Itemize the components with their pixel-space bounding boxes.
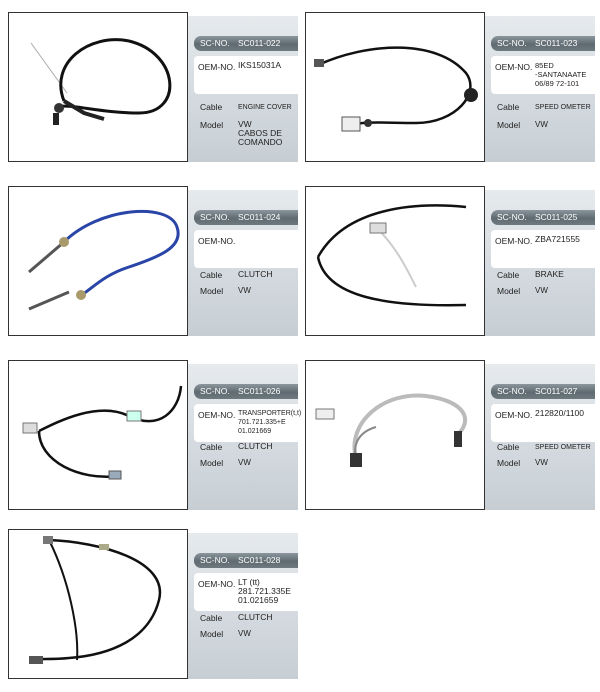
sc-label: SC-NO. — [497, 386, 527, 396]
oem-label: OEM-NO. — [198, 236, 236, 246]
sc-number-bar: SC-NO. SC011-028 — [194, 553, 298, 568]
oem-box: OEM-NO. TRANSPORTER(t,t) 701.721.335+E 0… — [194, 404, 301, 442]
cable-value: BRAKE — [535, 269, 564, 279]
sc-number-bar: SC-NO. SC011-027 — [491, 384, 595, 399]
model-label: Model — [200, 458, 224, 468]
sc-value: SC011-028 — [238, 555, 281, 565]
cable-label: Cable — [200, 102, 223, 112]
cable-label: Cable — [200, 270, 223, 280]
cable-value: CLUTCH — [238, 441, 273, 451]
oem-label: OEM-NO. — [198, 410, 236, 420]
product-card: SC-NO. SC011-027 OEM-NO. 212820/1100 Cab… — [305, 360, 595, 512]
oem-box: OEM-NO. — [194, 230, 298, 268]
product-photo — [8, 12, 188, 162]
model-label: Model — [497, 286, 521, 296]
oem-label: OEM-NO. — [495, 236, 533, 246]
oem-label: OEM-NO. — [198, 579, 236, 589]
cable-value: SPEED OMETER — [535, 444, 591, 451]
product-card: SC-NO. SC011-025 OEM-NO. ZBA721555 Cable… — [305, 186, 595, 338]
sc-label: SC-NO. — [200, 386, 230, 396]
product-info-panel: SC-NO. SC011-028 OEM-NO. LT (tt) 281.721… — [188, 533, 298, 679]
model-value: VW — [238, 458, 251, 467]
model-value: VW — [535, 120, 548, 129]
oem-box: OEM-NO. IKS15031A — [194, 56, 298, 94]
cable-label: Cable — [497, 442, 520, 452]
sc-label: SC-NO. — [200, 38, 230, 48]
product-info-panel: SC-NO. SC011-025 OEM-NO. ZBA721555 Cable… — [485, 190, 595, 336]
oem-box: OEM-NO. 212820/1100 — [491, 404, 595, 442]
sc-label: SC-NO. — [200, 555, 230, 565]
product-photo — [8, 186, 188, 336]
model-value: VW — [535, 286, 548, 295]
oem-value: IKS15031A — [238, 60, 282, 70]
sc-number-bar: SC-NO. SC011-025 — [491, 210, 595, 225]
sc-value: SC011-022 — [238, 38, 281, 48]
oem-value: TRANSPORTER(t,t) 701.721.335+E 01.021669 — [238, 410, 302, 435]
model-value: VW — [535, 458, 548, 467]
product-photo — [8, 360, 188, 510]
oem-label: OEM-NO. — [495, 410, 533, 420]
product-card: SC-NO. SC011-023 OEM-NO. 85ED -SANTANAAT… — [305, 12, 595, 164]
sc-value: SC011-023 — [535, 38, 578, 48]
cable-value: CLUTCH — [238, 612, 273, 622]
cable-label: Cable — [497, 102, 520, 112]
sc-value: SC011-026 — [238, 386, 281, 396]
sc-number-bar: SC-NO. SC011-022 — [194, 36, 298, 51]
product-info-panel: SC-NO. SC011-026 OEM-NO. TRANSPORTER(t,t… — [188, 364, 301, 510]
product-info-panel: SC-NO. SC011-024 OEM-NO. Cable CLUTCH Mo… — [188, 190, 298, 336]
cable-value: ENGINE COVER — [238, 104, 292, 111]
cable-label: Cable — [200, 442, 223, 452]
sc-value: SC011-025 — [535, 212, 578, 222]
oem-value: ZBA721555 — [535, 234, 580, 244]
sc-label: SC-NO. — [200, 212, 230, 222]
model-label: Model — [497, 120, 521, 130]
sc-value: SC011-027 — [535, 386, 578, 396]
product-card: SC-NO. SC011-022 OEM-NO. IKS15031A Cable… — [8, 12, 298, 164]
cable-value: CLUTCH — [238, 269, 273, 279]
product-photo — [305, 186, 485, 336]
model-value: VW CABOS DE COMANDO — [238, 119, 283, 147]
sc-number-bar: SC-NO. SC011-024 — [194, 210, 298, 225]
oem-label: OEM-NO. — [198, 62, 236, 72]
cable-label: Cable — [497, 270, 520, 280]
sc-value: SC011-024 — [238, 212, 281, 222]
model-value: VW — [238, 286, 251, 295]
sc-number-bar: SC-NO. SC011-023 — [491, 36, 595, 51]
product-photo — [305, 360, 485, 510]
product-info-panel: SC-NO. SC011-027 OEM-NO. 212820/1100 Cab… — [485, 364, 595, 510]
oem-value: 212820/1100 — [535, 408, 585, 418]
oem-box: OEM-NO. 85ED -SANTANAATE 06/89 72-101 — [491, 56, 595, 94]
product-card: SC-NO. SC011-028 OEM-NO. LT (tt) 281.721… — [8, 529, 298, 681]
sc-label: SC-NO. — [497, 38, 527, 48]
oem-label: OEM-NO. — [495, 62, 533, 72]
sc-label: SC-NO. — [497, 212, 527, 222]
model-label: Model — [200, 629, 224, 639]
product-card: SC-NO. SC011-024 OEM-NO. Cable CLUTCH Mo… — [8, 186, 298, 338]
oem-value: 85ED -SANTANAATE 06/89 72-101 — [535, 61, 587, 88]
model-label: Model — [200, 120, 224, 130]
product-card: SC-NO. SC011-026 OEM-NO. TRANSPORTER(t,t… — [8, 360, 301, 512]
model-label: Model — [497, 458, 521, 468]
model-value: VW — [238, 629, 251, 638]
oem-box: OEM-NO. ZBA721555 — [491, 230, 595, 268]
sc-number-bar: SC-NO. SC011-026 — [194, 384, 298, 399]
cable-label: Cable — [200, 613, 223, 623]
oem-value: LT (tt) 281.721.335E 01.021659 — [238, 577, 291, 605]
oem-box: OEM-NO. LT (tt) 281.721.335E 01.021659 — [194, 573, 298, 611]
model-label: Model — [200, 286, 224, 296]
product-info-panel: SC-NO. SC011-022 OEM-NO. IKS15031A Cable… — [188, 16, 298, 162]
product-info-panel: SC-NO. SC011-023 OEM-NO. 85ED -SANTANAAT… — [485, 16, 595, 162]
product-photo — [8, 529, 188, 679]
cable-value: SPEED OMETER — [535, 104, 591, 111]
product-photo — [305, 12, 485, 162]
